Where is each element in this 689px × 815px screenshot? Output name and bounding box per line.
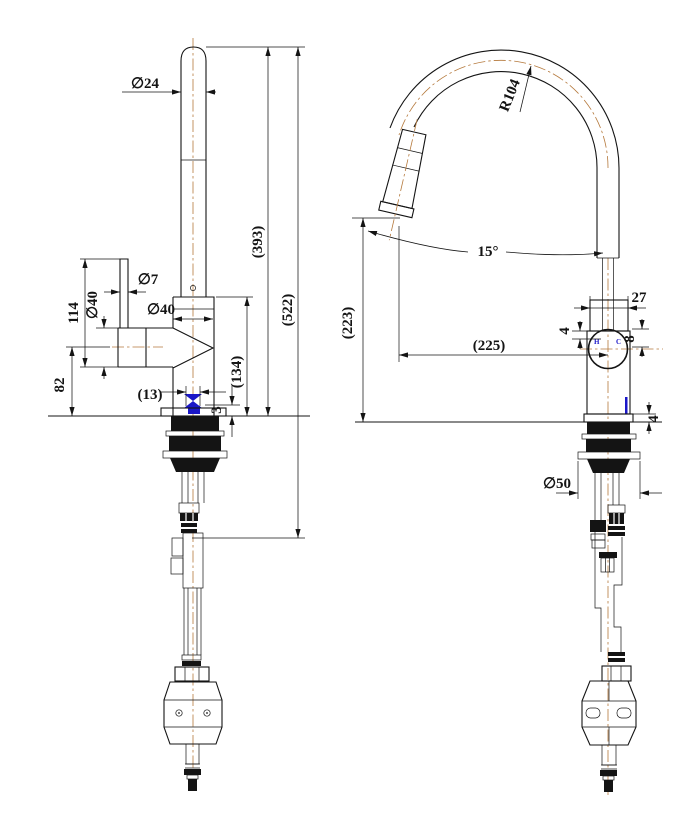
dim-dia24: ∅24 [122,76,216,95]
dim-plate-thickness-side: 4 [633,402,662,434]
spray-cone [172,327,215,369]
dim-spout-height: (393) [250,47,271,416]
base-plate [583,413,634,423]
quick-connector [178,502,200,514]
dim-label-handle-height: 114 [66,302,82,324]
weight-screw [175,709,183,717]
dim-hub-offset: 8 [622,319,649,357]
dim-label-total-height: (522) [280,294,296,327]
dim-label-body-dia: ∅40 [147,302,175,318]
hot-marker: H [594,338,600,346]
dim-handle-height: 114 [66,258,120,368]
handle-lever [119,258,129,328]
hose-nut [601,665,632,682]
dim-label-handle-dia: ∅40 [85,291,101,319]
dim-label-spray-angle: 15° [478,244,499,260]
centerlines [112,38,194,775]
dim-handle-center: 82 [52,346,110,416]
hose-connector-tip [188,779,197,791]
dim-plate-thickness: 3 [205,385,240,437]
faucet-body-side: H C [586,299,631,415]
dim-label-hub-offset: 8 [622,335,638,343]
seal-marker [625,397,628,414]
dim-label-dia24: ∅24 [131,76,160,92]
dim-body-dia: ∅40 [147,302,213,322]
hose-nut [174,666,210,682]
spout-tube [180,46,207,297]
dim-label-neck-width: 27 [632,290,648,306]
weight-screw [616,707,632,719]
side-view: H C [340,49,663,795]
dim-label-outlet-width: (13) [138,387,163,403]
dim-label-spout-height: (393) [250,226,266,259]
dim-base-dia: ∅50 [543,461,662,499]
supply-hoses [170,472,205,666]
dim-label-plate-thickness-side: 4 [646,415,662,423]
weight-screw [203,709,211,717]
cold-marker: C [616,338,621,346]
supply-hoses-side [590,473,626,662]
dim-reach: (225) [398,226,608,362]
mounting-base-side [355,413,662,473]
dim-label-body-height: (134) [229,356,245,389]
spray-head [378,119,427,241]
hose-weight [163,666,223,791]
gooseneck-spout [389,49,620,331]
dim-label-reach: (225) [473,338,506,354]
dim-collar-gap: 4 [557,321,601,349]
dim-label-lever-dia: ∅7 [138,272,159,288]
seal-marker [184,394,202,408]
handle-hub [587,328,629,370]
dim-label-collar-gap: 4 [557,327,573,335]
hose-connector-tip [604,780,613,792]
front-view: ∅24 (393) (522) (134) 114 ∅40 [48,38,310,791]
dim-neck-width: 27 [574,290,647,312]
dim-outlet-height: (223) [340,217,400,422]
dim-handle-dia: ∅40 [85,291,118,379]
dim-body-height: (134) [229,297,250,416]
dim-label-plate-thickness: 3 [209,406,225,414]
dim-label-base-dia: ∅50 [543,476,571,492]
dim-spray-angle: 15° [367,230,604,260]
dim-label-bend-radius: R104 [497,77,525,114]
dim-bend-radius: R104 [497,65,532,114]
dim-lever-dia: ∅7 [104,272,159,295]
dim-label-handle-center: 82 [52,378,68,393]
mounting-base [160,394,228,472]
set-screw [190,285,196,291]
dim-outlet-width: (13) [138,386,226,406]
dim-total-height: (522) [280,47,301,538]
weight-screw [585,707,601,719]
hose-weight-side [581,665,637,792]
collar [589,299,629,332]
dim-label-outlet-height: (223) [340,307,356,340]
